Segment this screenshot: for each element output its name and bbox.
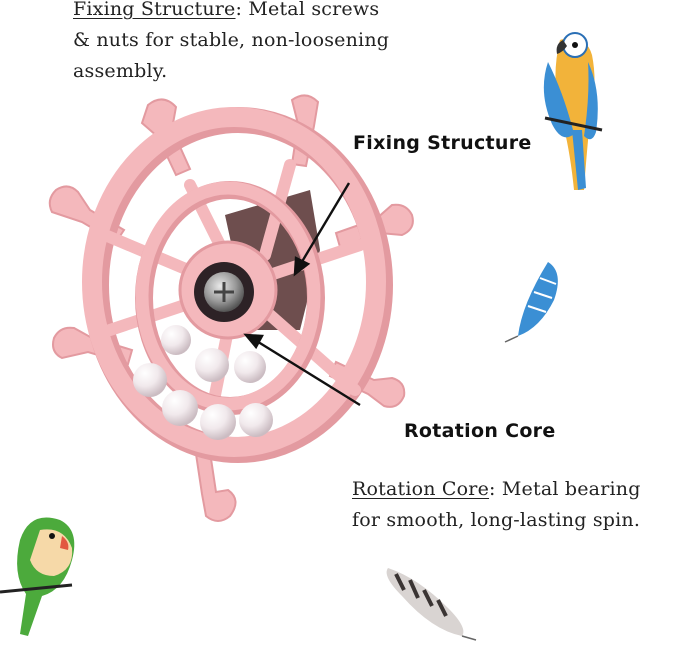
fixing-arrowhead	[293, 256, 311, 277]
blue-feather-icon	[504, 262, 558, 343]
rotation-core-description: Rotation Core: Metal bearing for smooth,…	[352, 474, 672, 536]
ship-wheel	[48, 94, 414, 522]
rotation-arrowhead	[243, 333, 264, 350]
rotation-core-callout: Rotation Core	[404, 420, 556, 442]
screw-head	[214, 282, 234, 302]
macaw-icon	[543, 32, 603, 190]
callout-arrows	[243, 182, 361, 407]
rotation-arrow-line	[254, 338, 361, 407]
striped-feather-icon	[386, 568, 477, 641]
rotation-core-term: Rotation Core	[352, 478, 490, 500]
rotation-core-text: : Metal bearing for smooth, long-lasting…	[352, 478, 641, 531]
pearls	[133, 325, 273, 440]
lovebird-icon	[0, 517, 75, 636]
fixing-arrow-line	[298, 182, 351, 266]
fixing-structure-term: Fixing Structure	[73, 0, 236, 20]
outer-ring	[82, 107, 386, 457]
fixing-structure-callout: Fixing Structure	[353, 132, 532, 154]
fixing-structure-text: : Metal screws & nuts for stable, non-lo…	[73, 0, 390, 82]
fixing-structure-description: Fixing Structure: Metal screws & nuts fo…	[73, 0, 393, 87]
inner-ring	[135, 181, 321, 411]
